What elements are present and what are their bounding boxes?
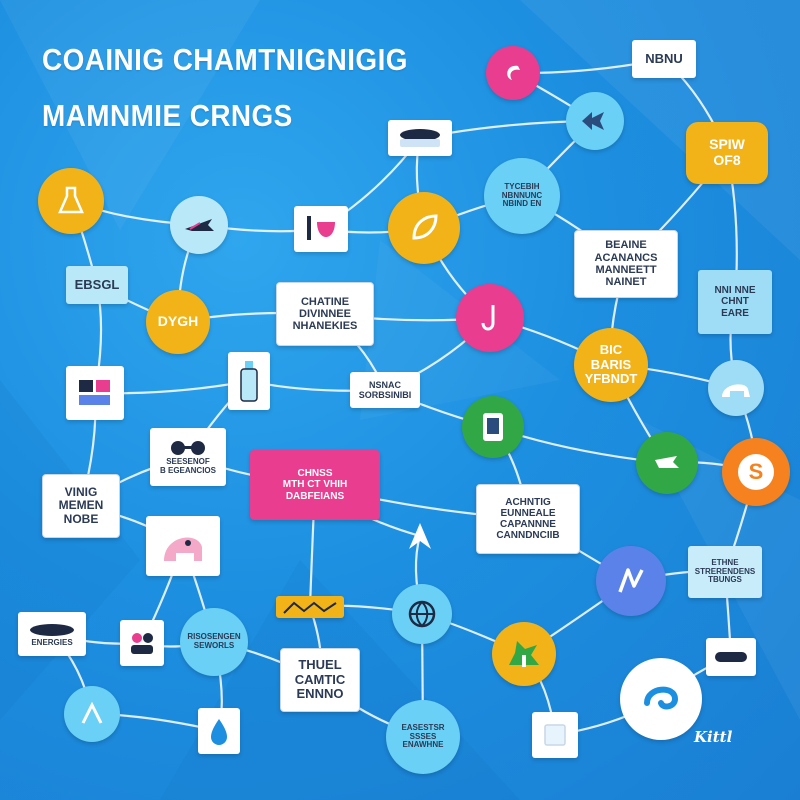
- hook-node[interactable]: [456, 284, 524, 352]
- elephant-node-right[interactable]: [708, 360, 764, 416]
- lightblue-right-text: NNI NNE CHNT EARE: [714, 285, 756, 319]
- elephant-icon: [164, 537, 202, 561]
- leaf-icon: [618, 568, 644, 593]
- spiw-text: SPIW OF8: [709, 136, 745, 168]
- globe-node[interactable]: [392, 584, 452, 644]
- bird-icon-node[interactable]: [486, 46, 540, 100]
- vinig-node[interactable]: VINIG MEMEN NOBE: [42, 474, 120, 538]
- snac-node[interactable]: NSNAC SORBSINIBI: [350, 372, 420, 408]
- lightblue-bottom2-text: EASESTSR SSSES ENAWHNE: [401, 722, 445, 750]
- vinig-text: VINIG MEMEN NOBE: [58, 484, 104, 526]
- cup-icon: [307, 216, 335, 240]
- elephant-icon: [722, 384, 750, 397]
- lightblue-bottom2-node[interactable]: EASESTSR SSSES ENAWHNE: [386, 700, 460, 774]
- baris-text: BIC BARIS YFBNDT: [584, 342, 638, 387]
- ethne-text: ETHNE STRERENDENS TBUNGS: [694, 557, 756, 585]
- beaine-node[interactable]: BEAINE ACANANCS MANNEETT NAINET: [574, 230, 678, 298]
- leaf-node-center[interactable]: [388, 192, 460, 264]
- wave-node[interactable]: [620, 658, 702, 740]
- leaf-icon: [412, 214, 438, 240]
- wave-icon: [644, 686, 679, 710]
- flag-icon: [283, 601, 337, 614]
- fish-icon: [582, 112, 604, 130]
- page-title-line2: MAMNMIE CRNGS: [42, 98, 293, 133]
- flag-node[interactable]: [276, 596, 344, 618]
- glasses-text: SEESENOF B EGEANCIOS: [159, 457, 216, 475]
- dish-icon: [30, 623, 74, 636]
- card-icon: [544, 724, 566, 746]
- orange-s-node[interactable]: S: [722, 438, 790, 506]
- photo-node[interactable]: [66, 366, 124, 420]
- yellow-mid-left-text: DYGH: [157, 313, 199, 330]
- plane-node[interactable]: [170, 196, 228, 254]
- flask-node[interactable]: [38, 168, 104, 234]
- fish-icon-node[interactable]: [566, 92, 624, 150]
- cup-node[interactable]: [294, 206, 348, 252]
- tree-node[interactable]: [492, 622, 556, 686]
- flask-icon: [58, 186, 84, 214]
- lightblue-center-node[interactable]: TYCEBIH NBNNUNC NBIND EN: [484, 158, 560, 234]
- chatine-node[interactable]: CHATINE DIVINNEE NHANEKIES: [276, 282, 374, 346]
- bottle-icon: [240, 361, 258, 402]
- bird-icon: [507, 65, 520, 80]
- kittl-watermark: Kittl: [694, 728, 733, 746]
- achntig-node[interactable]: ACHNTIG EUNNEALE CAPANNNE CANNDNCIIB: [476, 484, 580, 554]
- card-bottom-node[interactable]: [532, 712, 578, 758]
- tablet-icon: [483, 413, 503, 441]
- pills-node[interactable]: [706, 638, 756, 676]
- thuel-text: THUEL CAMTIC ENNNO: [294, 657, 346, 702]
- orange-s-badge: S: [738, 454, 774, 490]
- pills-icon: [715, 652, 747, 662]
- tablet-node[interactable]: [462, 396, 524, 458]
- snac-text: NSNAC SORBSINIBI: [358, 379, 412, 400]
- glasses-icon: [171, 441, 205, 456]
- spiw-node[interactable]: SPIW OF8: [686, 122, 768, 184]
- ebsgl-node[interactable]: EBSGL: [66, 266, 128, 304]
- drop-icon: [211, 719, 227, 745]
- dish-left-text: ENERGIES: [31, 637, 73, 647]
- lightblue-bottom-text: RISOSENGEN SEWORLS: [187, 632, 241, 650]
- thuel-node[interactable]: THUEL CAMTIC ENNNO: [280, 648, 360, 712]
- lightblue-bottom-node[interactable]: RISOSENGEN SEWORLS: [180, 608, 248, 676]
- ebsgl-text: EBSGL: [74, 276, 120, 292]
- elephant-pink-node[interactable]: [146, 516, 220, 576]
- tree-icon: [509, 641, 539, 667]
- people-icon: [131, 633, 153, 654]
- purple-leaf-node[interactable]: [596, 546, 666, 616]
- nbnu-label[interactable]: NBNU: [632, 40, 696, 78]
- glasses-node[interactable]: SEESENOF B EGEANCIOS: [150, 428, 226, 486]
- people-node[interactable]: [120, 620, 164, 666]
- arrow-node[interactable]: [400, 516, 440, 556]
- arrow-up-icon: [409, 523, 431, 549]
- pink-card-text: CHNSS MTH CT VHIH DABFEIANS: [282, 468, 348, 502]
- page-title-line1: COAINIG CHAMTNIGNIGIG: [42, 42, 408, 77]
- drop-node[interactable]: [198, 708, 240, 754]
- dish-icon: [400, 129, 440, 147]
- lightblue-bl-node[interactable]: [64, 686, 120, 742]
- photo-icon: [79, 380, 110, 405]
- hand-node[interactable]: [636, 432, 698, 494]
- globe-icon: [408, 600, 436, 628]
- ethne-node[interactable]: ETHNE STRERENDENS TBUNGS: [688, 546, 762, 598]
- orange-s-text: S: [748, 458, 764, 484]
- chatine-text: CHATINE DIVINNEE NHANEKIES: [292, 295, 358, 333]
- yellow-mid-left-node[interactable]: DYGH: [146, 290, 210, 354]
- beaine-text: BEAINE ACANANCS MANNEETT NAINET: [594, 239, 658, 289]
- pink-card-node[interactable]: CHNSS MTH CT VHIH DABFEIANS: [250, 450, 380, 520]
- bottle-node[interactable]: [228, 352, 270, 410]
- hook-icon: [481, 305, 495, 331]
- leaf-icon: [81, 701, 103, 724]
- dish-left-node[interactable]: ENERGIES: [18, 612, 86, 656]
- nbnu-text: NBNU: [645, 50, 683, 66]
- dish-top-node[interactable]: [388, 120, 452, 156]
- lightblue-right-node[interactable]: NNI NNE CHNT EARE: [698, 270, 772, 334]
- plane-icon: [185, 219, 214, 231]
- lightblue-center-text: TYCEBIH NBNNUNC NBIND EN: [501, 181, 543, 209]
- baris-node[interactable]: BIC BARIS YFBNDT: [574, 328, 648, 402]
- achntig-text: ACHNTIG EUNNEALE CAPANNNE CANNDNCIIB: [496, 496, 560, 542]
- hand-icon: [655, 456, 679, 468]
